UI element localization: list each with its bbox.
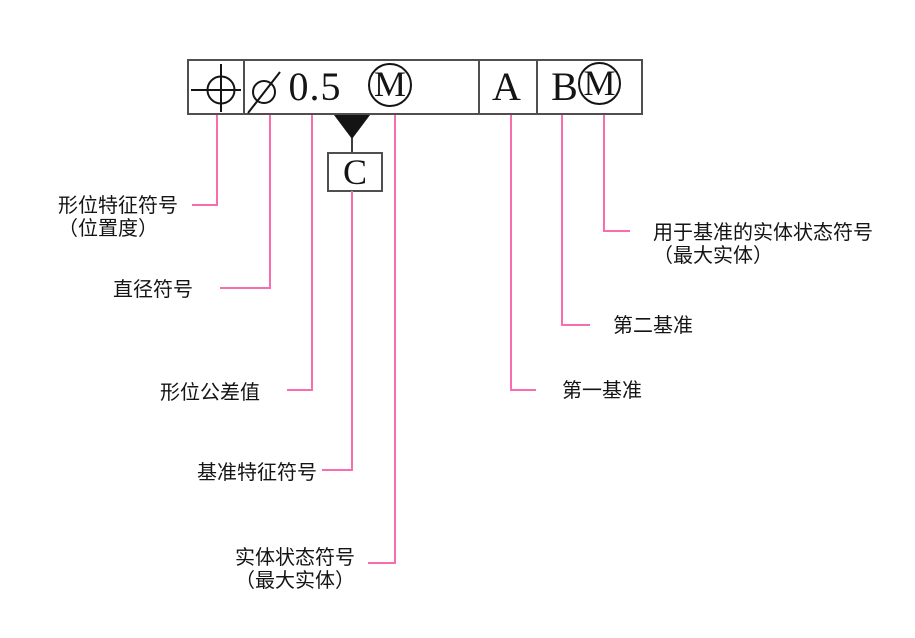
- mmc-letter: M: [373, 64, 406, 104]
- label-line: 形位公差值: [160, 382, 260, 404]
- label-line: 用于基准的实体状态符号: [653, 222, 873, 244]
- label-line: 第一基准: [562, 380, 642, 402]
- feature-control-frame: [187, 59, 643, 115]
- datum-triangle-icon: [334, 115, 370, 139]
- label-line: （位置度）: [58, 218, 158, 240]
- leader-datum-feature-h: [322, 469, 353, 471]
- leader-tolerance-value-v: [311, 115, 313, 391]
- secondary-datum-letter: B: [551, 64, 579, 109]
- leader-diameter-symbol-h: [220, 287, 271, 289]
- leader-primary-datum-v: [510, 115, 512, 391]
- label-line: 基准特征符号: [197, 462, 317, 484]
- tolerance-value: 0.5: [288, 64, 342, 109]
- label-primary-datum: 第一基准: [562, 380, 642, 403]
- label-position-symbol: 形位特征符号 （位置度）: [58, 195, 178, 241]
- leader-mmc-datum-v: [603, 115, 605, 232]
- diameter-symbol-icon: [247, 71, 281, 114]
- label-secondary-datum: 第二基准: [613, 315, 693, 338]
- frame-divider-1: [243, 59, 245, 115]
- datum-feature-box: C: [327, 152, 383, 192]
- label-tolerance-value: 形位公差值: [160, 382, 260, 405]
- label-line: 第二基准: [613, 315, 693, 337]
- primary-datum-letter: A: [492, 64, 522, 109]
- datum-feature-letter: C: [342, 152, 367, 192]
- leader-tolerance-value-h: [287, 389, 313, 391]
- label-mmc-datum: 用于基准的实体状态符号 （最大实体）: [653, 222, 873, 268]
- leader-secondary-datum-v: [561, 115, 563, 326]
- mmc-letter: M: [583, 63, 616, 103]
- position-symbol-icon: [191, 64, 241, 112]
- leader-position-symbol-v: [216, 115, 218, 206]
- label-line: 形位特征符号: [58, 195, 178, 217]
- frame-divider-2: [478, 59, 480, 115]
- mmc-symbol-tolerance: M: [368, 63, 412, 107]
- label-line: （最大实体）: [235, 570, 355, 592]
- leader-mmc-tolerance-h: [368, 562, 396, 564]
- leader-mmc-tolerance-v: [394, 115, 396, 564]
- label-line: （最大实体）: [653, 245, 773, 267]
- leader-mmc-datum-h: [603, 230, 630, 232]
- label-datum-feature-symbol: 基准特征符号: [197, 462, 317, 485]
- leader-diameter-symbol-v: [269, 115, 271, 289]
- leader-primary-datum-h: [510, 389, 536, 391]
- datum-stem: [351, 138, 353, 153]
- label-diameter-symbol: 直径符号: [113, 279, 193, 302]
- leader-position-symbol-h: [192, 204, 218, 206]
- label-line: 直径符号: [113, 279, 193, 301]
- frame-divider-3: [536, 59, 538, 115]
- leader-secondary-datum-h: [561, 324, 590, 326]
- label-mmc-tolerance: 实体状态符号 （最大实体）: [235, 547, 355, 593]
- leader-datum-feature-v: [351, 191, 353, 471]
- mmc-symbol-datum: M: [578, 62, 621, 105]
- label-line: 实体状态符号: [235, 547, 355, 569]
